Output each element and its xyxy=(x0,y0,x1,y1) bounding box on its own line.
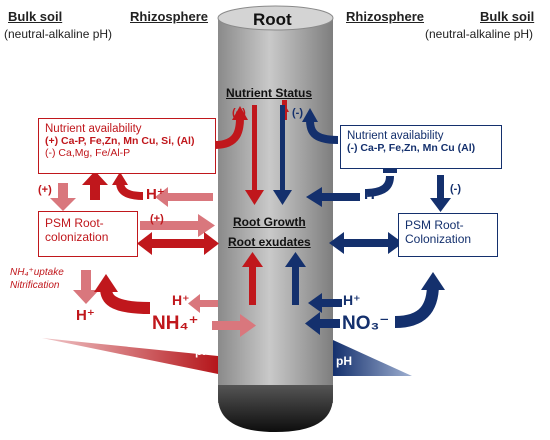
left-plus-sign-psm: (+) xyxy=(38,184,52,196)
left-psm-line2: colonization xyxy=(45,230,109,244)
right-minus-sign-root: (-) xyxy=(292,107,303,119)
left-plus-sign-root: (+) xyxy=(232,107,246,119)
left-availability-title: Nutrient availability xyxy=(45,123,142,135)
left-side-arrows xyxy=(50,106,256,337)
bulk-soil-right-label: Bulk soil xyxy=(480,9,535,24)
right-ph-wedge xyxy=(333,340,412,376)
right-psm-line1: PSM Root- xyxy=(405,218,464,232)
left-availability-minus: (-) Ca,Mg, Fe/Al-P xyxy=(45,147,131,159)
left-h-plus-upper: H⁺ xyxy=(146,186,165,203)
root-shape xyxy=(217,5,334,432)
left-h-plus-lower: H⁺ xyxy=(76,307,95,324)
left-plus-sign-growth: (+) xyxy=(150,213,164,225)
right-availability-title: Nutrient availability xyxy=(347,130,444,142)
right-psm-line2: Colonization xyxy=(405,232,472,246)
root-title: Root xyxy=(253,10,292,29)
rhizosphere-right-label: Rhizosphere xyxy=(346,9,425,24)
right-minus-sign-psm: (-) xyxy=(450,183,461,195)
no3-label: NO₃⁻ xyxy=(342,313,390,334)
rhizosphere-left-label: Rhizosphere xyxy=(130,9,209,24)
root-exudates-label: Root exudates xyxy=(228,235,311,249)
bulk-soil-left-sub: (neutral-alkaline pH) xyxy=(4,27,113,41)
left-psm-box: PSM Root- colonization xyxy=(38,211,138,257)
bulk-soil-right-sub: (neutral-alkaline pH) xyxy=(425,27,534,41)
root-growth-label: Root Growth xyxy=(233,215,306,229)
left-process-line1: NH₄⁺uptake xyxy=(10,267,64,278)
right-root-arrows xyxy=(273,105,306,305)
left-ph-label: pH xyxy=(195,344,211,358)
right-side-arrows xyxy=(302,108,451,335)
left-psm-line1: PSM Root- xyxy=(45,216,104,230)
right-nutrient-availability-box: Nutrient availability (-) Ca-P, Fe,Zn, M… xyxy=(340,125,502,169)
left-availability-plus: (+) Ca-P, Fe,Zn, Mn Cu, Si, (Al) xyxy=(45,135,195,147)
left-ph-wedge xyxy=(42,338,218,374)
bulk-soil-left-label: Bulk soil xyxy=(8,9,63,24)
left-h-plus-middle: H⁺ xyxy=(172,292,190,308)
left-process-line2: Nitrification xyxy=(10,280,60,291)
nutrient-status-label: Nutrient Status xyxy=(226,86,313,100)
right-ph-label: pH xyxy=(336,354,352,368)
right-h-plus-upper: H⁺ xyxy=(364,186,383,203)
left-nutrient-availability-box: Nutrient availability (+) Ca-P, Fe,Zn, M… xyxy=(38,118,216,174)
right-h-plus-lower: H⁺ xyxy=(343,292,361,308)
nh4-label: NH₄⁺ xyxy=(152,313,199,334)
right-psm-box: PSM Root- Colonization xyxy=(398,213,498,257)
right-availability-minus: (-) Ca-P, Fe,Zn, Mn Cu (Al) xyxy=(347,142,476,154)
